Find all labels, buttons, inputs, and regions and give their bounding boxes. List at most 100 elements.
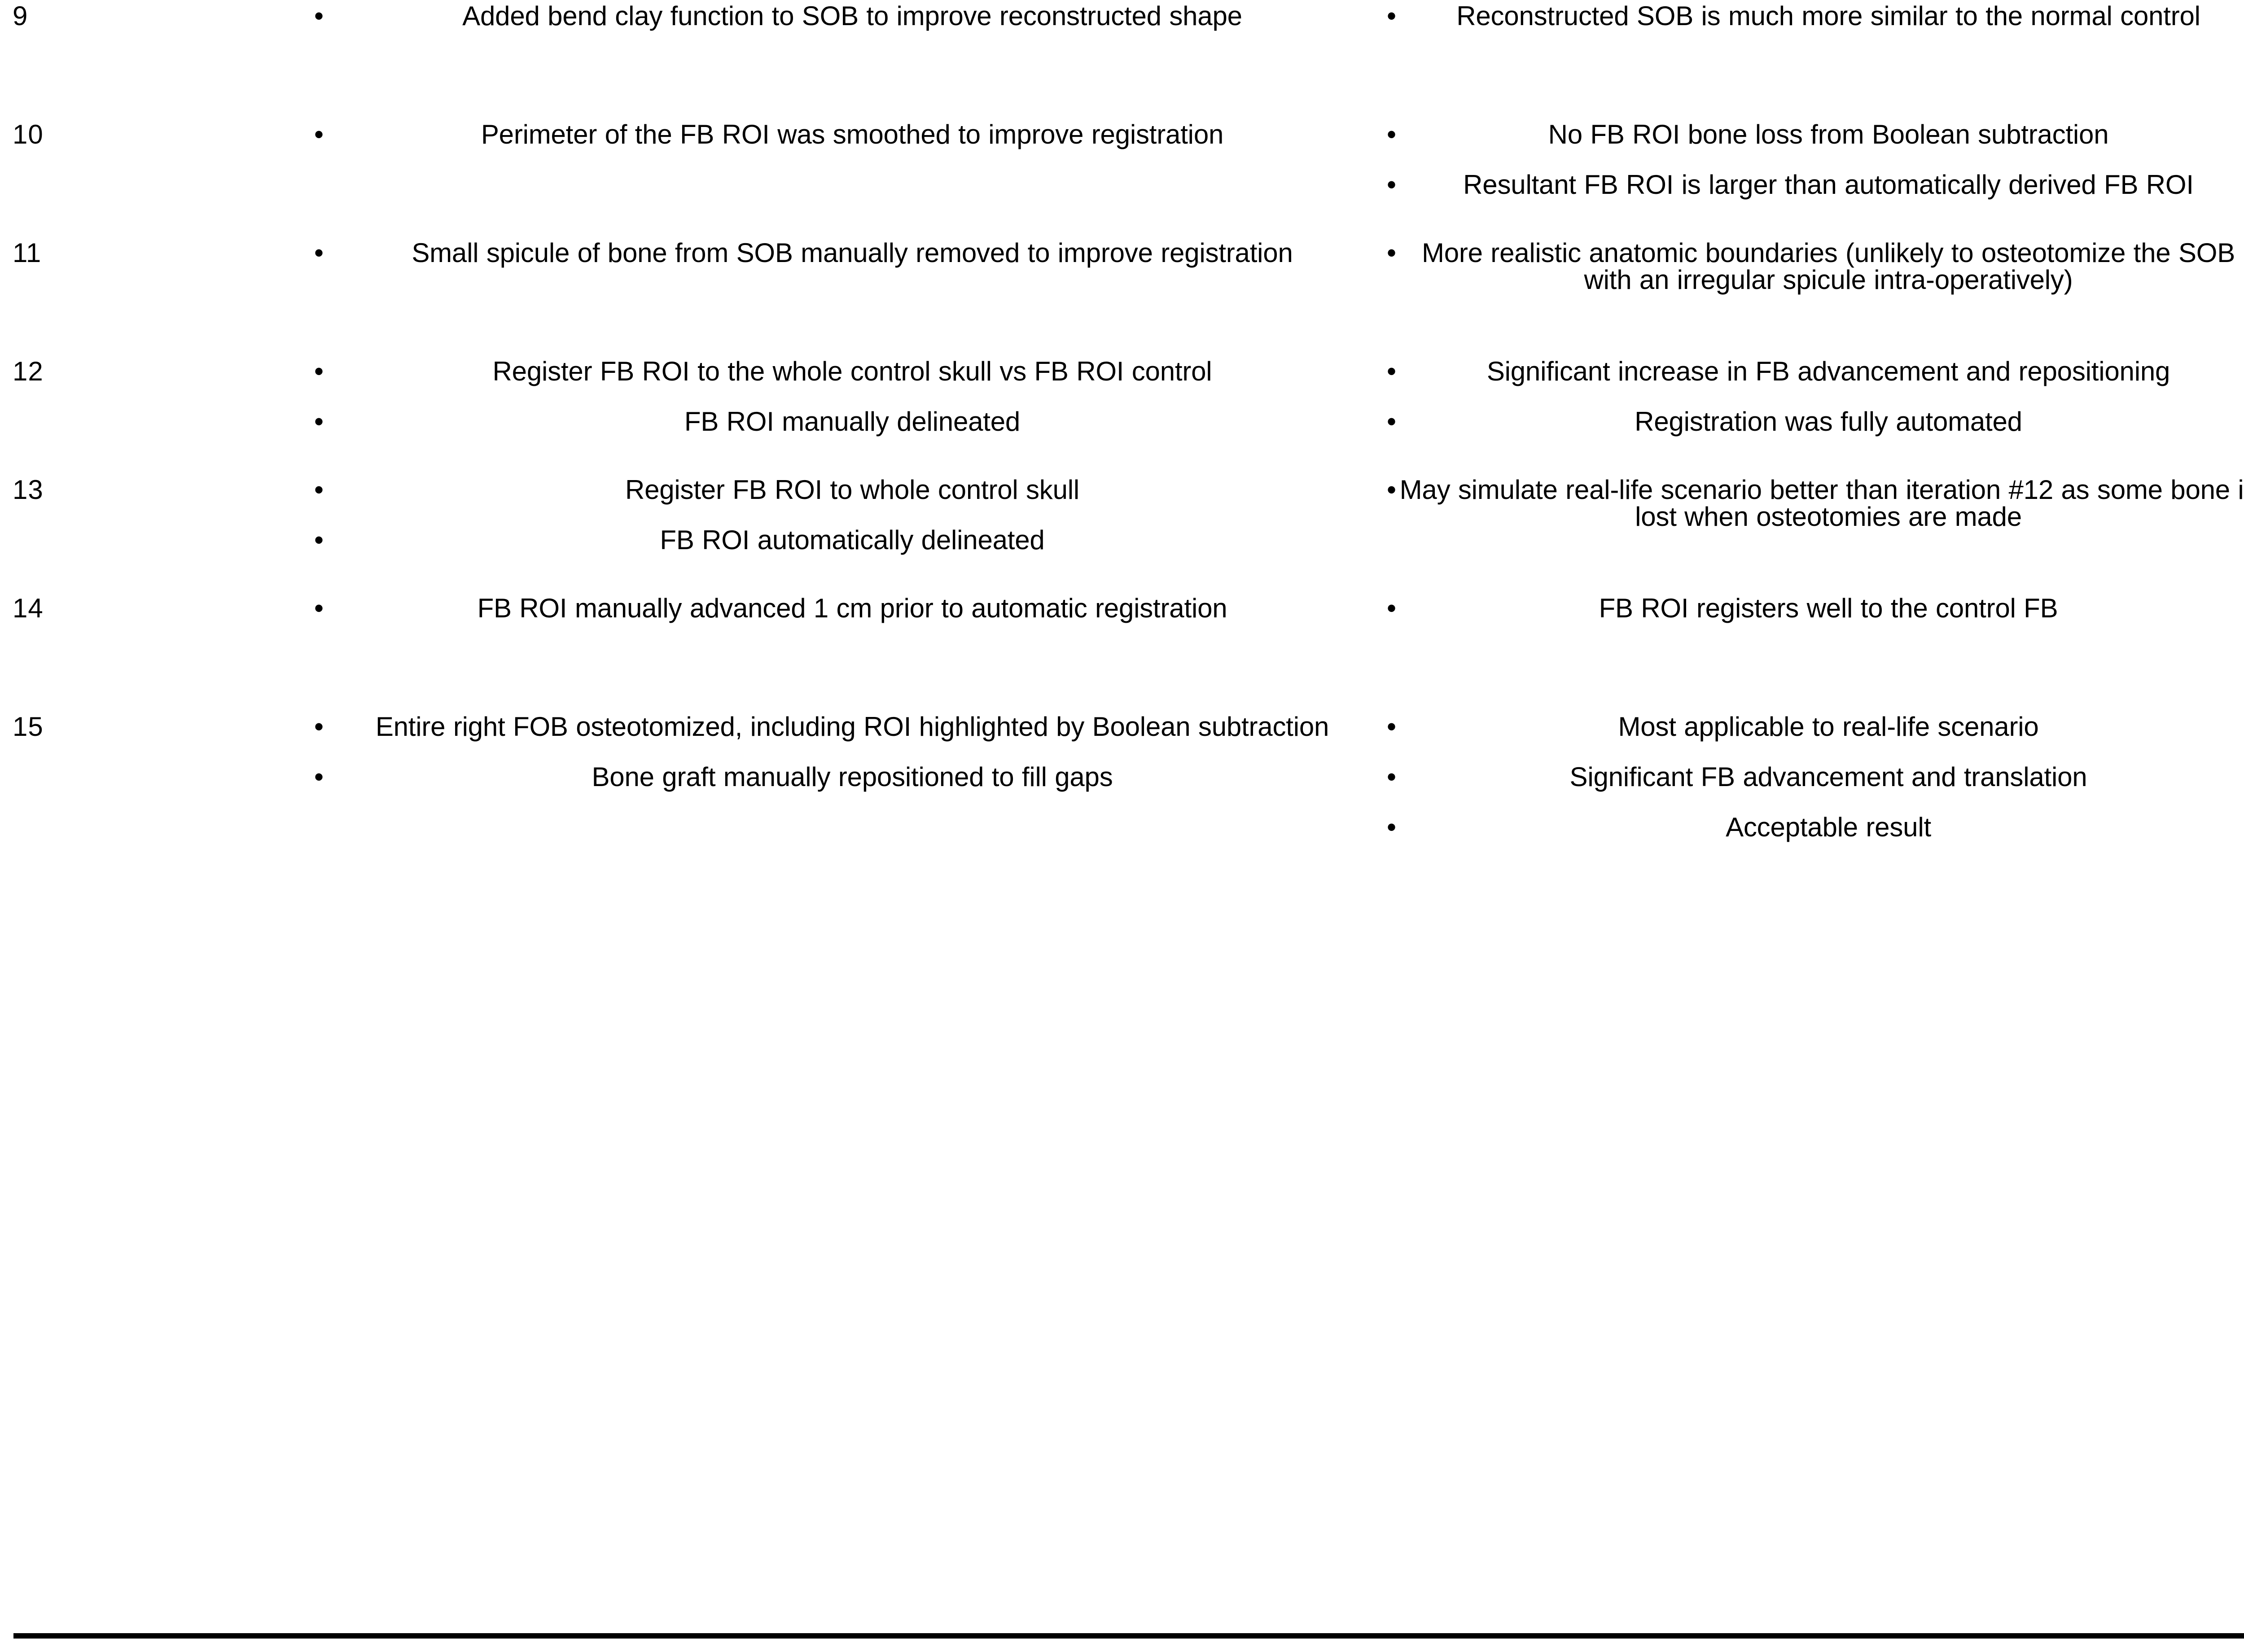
- benefits-item: •FB ROI registers well to the control FB: [1387, 593, 2058, 623]
- table-bottom-rule: [13, 1633, 2244, 1639]
- row-number-cell: 14: [0, 592, 126, 711]
- table-row: 12 •Register FB ROI to the whole control …: [0, 355, 2244, 474]
- benefits-item: •Resultant FB ROI is larger than automat…: [1387, 170, 2194, 200]
- benefits-item: •Acceptable result: [1387, 812, 1931, 842]
- row-number: 15: [13, 712, 44, 742]
- description-list: •Added bend clay function to SOB to impr…: [314, 3, 1379, 30]
- row-gutter: [126, 355, 314, 474]
- row-number: 11: [13, 238, 42, 268]
- bullet-spacer: [1387, 148, 2244, 171]
- description-item: •Added bend clay function to SOB to impr…: [314, 1, 1242, 31]
- bullet-icon: •: [1387, 1, 1396, 31]
- row-number-cell: 11: [0, 237, 126, 355]
- bullet-icon: •: [1387, 593, 1396, 623]
- benefits-cell: •Significant increase in FB advancement …: [1387, 355, 2244, 474]
- bullet-spacer: [314, 385, 1379, 408]
- description-item: •FB ROI automatically delineated: [314, 525, 1045, 555]
- bullet-icon: •: [314, 119, 324, 149]
- bullet-icon: •: [1387, 170, 1396, 200]
- row-number-cell: 10: [0, 118, 126, 237]
- bullet-icon: •: [1387, 406, 1396, 437]
- description-cell: •Small spicule of bone from SOB manually…: [314, 237, 1387, 355]
- table-row: 9 •Added bend clay function to SOB to imp…: [0, 0, 2244, 118]
- bullet-icon: •: [1387, 475, 1396, 505]
- description-item: •Bone graft manually repositioned to fil…: [314, 762, 1113, 792]
- table-row: 14 •FB ROI manually advanced 1 cm prior t…: [0, 592, 2244, 711]
- benefits-list: •Significant increase in FB advancement …: [1387, 358, 2244, 435]
- description-cell: •Register FB ROI to the whole control sk…: [314, 355, 1387, 474]
- description-item: •FB ROI manually delineated: [314, 406, 1021, 437]
- row-number-cell: 15: [0, 711, 126, 841]
- bullet-icon: •: [1387, 812, 1396, 842]
- row-number-cell: 13: [0, 474, 126, 592]
- bullet-spacer: [1387, 385, 2244, 408]
- bullet-spacer: [1387, 740, 2244, 764]
- description-item: •Register FB ROI to whole control skull: [314, 475, 1080, 505]
- benefits-list: •More realistic anatomic boundaries (unl…: [1387, 240, 2244, 293]
- bullet-icon: •: [314, 593, 324, 623]
- row-number: 13: [13, 475, 44, 505]
- benefits-item: •Significant increase in FB advancement …: [1387, 356, 2170, 386]
- benefits-item: •Registration was fully automated: [1387, 406, 2022, 437]
- benefits-item: •May simulate real-life scenario better …: [1387, 475, 2244, 532]
- benefits-item: •No FB ROI bone loss from Boolean subtra…: [1387, 119, 2109, 149]
- table-row: 10 •Perimeter of the FB ROI was smoothed …: [0, 118, 2244, 237]
- benefits-cell: •More realistic anatomic boundaries (unl…: [1387, 237, 2244, 355]
- benefits-cell: •Reconstructed SOB is much more similar …: [1387, 0, 2244, 118]
- row-number: 12: [13, 356, 44, 386]
- bullet-spacer: [1387, 791, 2244, 814]
- description-item: •Perimeter of the FB ROI was smoothed to…: [314, 119, 1224, 149]
- benefits-item: •Most applicable to real-life scenario: [1387, 712, 2039, 742]
- benefits-list: •Most applicable to real-life scenario •S…: [1387, 713, 2244, 841]
- description-cell: •Register FB ROI to whole control skull•…: [314, 474, 1387, 592]
- bullet-icon: •: [1387, 762, 1396, 792]
- benefits-cell: •FB ROI registers well to the control FB: [1387, 592, 2244, 711]
- bullet-icon: •: [1387, 238, 1396, 268]
- row-gutter: [126, 118, 314, 237]
- bullet-icon: •: [314, 475, 324, 505]
- benefits-cell: •No FB ROI bone loss from Boolean subtra…: [1387, 118, 2244, 237]
- description-item: •Register FB ROI to the whole control sk…: [314, 356, 1212, 386]
- bullet-spacer: [314, 503, 1379, 527]
- bullet-icon: •: [314, 238, 324, 268]
- description-list: •Register FB ROI to the whole control sk…: [314, 358, 1379, 435]
- description-item: •Small spicule of bone from SOB manually…: [314, 238, 1293, 268]
- benefits-list: •Reconstructed SOB is much more similar …: [1387, 3, 2244, 30]
- row-number: 14: [13, 593, 44, 623]
- description-cell: •Added bend clay function to SOB to impr…: [314, 0, 1387, 118]
- row-gutter: [126, 0, 314, 118]
- row-number: 10: [13, 119, 44, 149]
- bullet-icon: •: [1387, 119, 1396, 149]
- bullet-icon: •: [314, 356, 324, 386]
- bullet-icon: •: [314, 762, 324, 792]
- row-number-cell: 12: [0, 355, 126, 474]
- row-number: 9: [13, 1, 28, 31]
- benefits-cell: •May simulate real-life scenario better …: [1387, 474, 2244, 592]
- description-cell: •Perimeter of the FB ROI was smoothed to…: [314, 118, 1387, 237]
- benefits-list: •No FB ROI bone loss from Boolean subtra…: [1387, 121, 2244, 198]
- description-item: •FB ROI manually advanced 1 cm prior to …: [314, 593, 1227, 623]
- table-row: 13 •Register FB ROI to whole control skul…: [0, 474, 2244, 592]
- description-list: •Perimeter of the FB ROI was smoothed to…: [314, 121, 1379, 148]
- description-cell: •FB ROI manually advanced 1 cm prior to …: [314, 592, 1387, 711]
- row-gutter: [126, 474, 314, 592]
- benefits-list: •FB ROI registers well to the control FB: [1387, 595, 2244, 622]
- benefits-cell: •Most applicable to real-life scenario •S…: [1387, 711, 2244, 841]
- bullet-spacer: [314, 740, 1379, 764]
- table-row: 15 •Entire right FOB osteotomized, includ…: [0, 711, 2244, 841]
- table-grid: 9 •Added bend clay function to SOB to imp…: [0, 0, 2244, 841]
- benefits-item: •Significant FB advancement and translat…: [1387, 762, 2087, 792]
- benefits-item: •More realistic anatomic boundaries (unl…: [1387, 238, 2235, 295]
- bullet-icon: •: [314, 712, 324, 742]
- description-item: •Entire right FOB osteotomized, includin…: [314, 712, 1329, 742]
- table-row: 11 •Small spicule of bone from SOB manual…: [0, 237, 2244, 355]
- benefits-list: •May simulate real-life scenario better …: [1387, 476, 2244, 530]
- row-gutter: [126, 711, 314, 841]
- row-number-cell: 9: [0, 0, 126, 118]
- description-list: •FB ROI manually advanced 1 cm prior to …: [314, 595, 1379, 622]
- row-gutter: [126, 237, 314, 355]
- description-list: •Small spicule of bone from SOB manually…: [314, 240, 1379, 267]
- benefits-item: •Reconstructed SOB is much more similar …: [1387, 1, 2200, 31]
- description-list: •Entire right FOB osteotomized, includin…: [314, 713, 1379, 791]
